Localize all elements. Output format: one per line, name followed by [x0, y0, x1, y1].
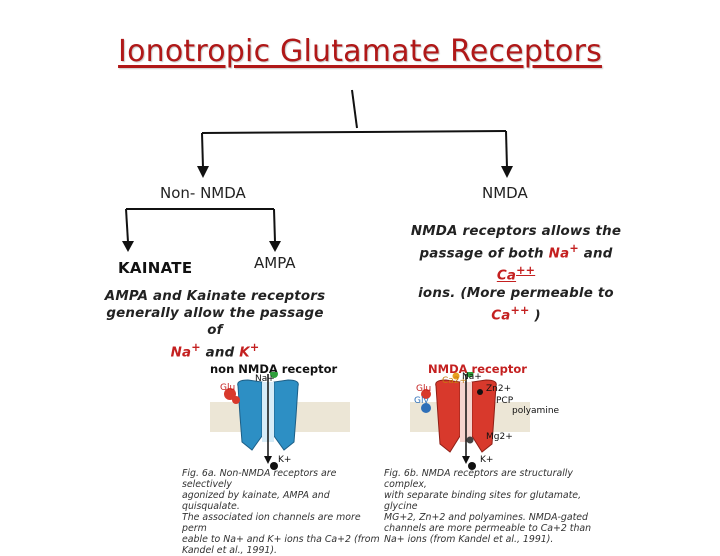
subtree-branch-right — [273, 208, 276, 243]
left-desc-line1: AMPA and Kainate receptors — [104, 289, 326, 304]
fig-right-mg-label: Mg2+ — [486, 432, 513, 442]
fig-right-zn-label: Zn2+ — [486, 384, 512, 394]
label-non-nmda: Non- NMDA — [160, 184, 246, 202]
receptor-left-subunit — [237, 379, 263, 451]
right-desc-line2-text: passage of both — [419, 246, 544, 262]
fig-right-glu-label: Glu — [416, 384, 432, 394]
tree-branch-left — [201, 132, 204, 169]
fig-right-ca-label: Ca2+ — [442, 376, 468, 386]
arrow-head-non-nmda — [197, 166, 209, 178]
right-description: NMDA receptors allows the passage of bot… — [400, 223, 632, 324]
ion-na-r-sup: + — [569, 242, 579, 255]
fig-left-ion-out: K+ — [278, 455, 292, 465]
fig-left-ion-in: Na+ — [255, 374, 275, 384]
fig-left-title: non NMDA receptor — [210, 362, 338, 376]
right-desc-line1: NMDA receptors allows the — [410, 224, 622, 239]
caption-line: agonized by kainate, AMPA and quisqualat… — [182, 490, 330, 512]
ion-na-sup: + — [191, 341, 201, 354]
page-title: Ionotropic Glutamate Receptors — [118, 34, 602, 69]
caption-line: Fig. 6a. Non-NMDA receptors are selectiv… — [182, 468, 337, 490]
ion-na: Na — [170, 345, 192, 361]
mg-ion-dot — [466, 436, 474, 444]
ion-ca2: Ca — [491, 308, 511, 324]
ion-ca2-sup: ++ — [510, 303, 530, 317]
receptor-right-subunit — [273, 379, 299, 451]
caption-line: with separate binding sites for glutamat… — [384, 490, 582, 512]
na-ion-dot — [270, 372, 278, 378]
fig-right-na-label: Na+ — [462, 372, 482, 382]
ion-ca: Ca — [496, 268, 517, 284]
left-desc-line2: generally allow the passage of — [106, 306, 324, 338]
fig-left-caption: Fig. 6a. Non-NMDA receptors are selectiv… — [182, 468, 382, 556]
caption-line: channels are more permeable to Ca+2 than — [384, 523, 592, 534]
k-ion-dot — [468, 462, 476, 470]
glycine-ligand — [421, 403, 431, 413]
arrow-head-nmda — [501, 166, 513, 178]
glutamate-ligand-part — [232, 396, 240, 404]
tree-connectors — [122, 89, 513, 252]
zn-site-dot — [477, 389, 483, 395]
caption-line: Kandel et al., 1991). — [182, 545, 278, 556]
ion-ca-sup: ++ — [516, 264, 536, 278]
label-kainate: KAINATE — [118, 259, 193, 277]
right-desc-close: ) — [534, 308, 541, 324]
arrow-head-kainate — [122, 241, 134, 252]
non-nmda-receptor-illustration — [210, 372, 350, 470]
subtree-branch-left — [125, 208, 129, 243]
label-ampa: AMPA — [254, 254, 296, 272]
na-ion-dot — [466, 372, 474, 378]
receptor-right-subunit — [471, 379, 497, 453]
fig-left-glu-label: Glu — [220, 383, 236, 393]
left-desc-line3: Na+ and K+ — [100, 339, 330, 361]
ion-na-r: Na — [548, 246, 570, 262]
fig-right-polyamine-label: polyamine — [512, 406, 560, 416]
right-desc-line3: ions. (More permeable to Ca++ ) — [400, 285, 632, 324]
k-ion-dot — [270, 462, 278, 470]
fig-right-caption: Fig. 6b. NMDA receptors are structurally… — [384, 468, 604, 545]
and-text: and — [205, 345, 235, 361]
ca-ion-dot — [452, 372, 460, 380]
arrow-head-ampa — [269, 241, 281, 252]
fig-right-gly-label: Gly — [414, 396, 429, 406]
right-desc-line2: passage of both Na+ and Ca++ — [400, 240, 632, 285]
and-text-r: and — [583, 246, 613, 262]
caption-line: MG+2, Zn+2 and polyamines. NMDA-gated — [384, 512, 588, 523]
label-nmda: NMDA — [482, 184, 528, 202]
ion-flow-arrow-head — [462, 456, 470, 464]
caption-line: The associated ion channels are more per… — [182, 512, 361, 534]
glutamate-ligand — [421, 389, 431, 399]
left-description: AMPA and Kainate receptors generally all… — [100, 288, 330, 361]
ion-flow-arrow-head — [264, 456, 272, 464]
fig-right-pcp-label: PCP — [496, 396, 514, 406]
right-desc-line3-text: ions. (More permeable to — [418, 285, 614, 301]
tree-branch-right — [505, 130, 508, 169]
nmda-receptor-illustration — [410, 372, 530, 470]
ion-k: K — [239, 345, 250, 361]
tree-stem — [351, 89, 358, 129]
fig-right-k-label: K+ — [480, 455, 494, 465]
caption-line: Fig. 6b. NMDA receptors are structurally… — [384, 468, 573, 490]
fig-right-title: NMDA receptor — [428, 362, 527, 376]
receptor-left-subunit — [435, 379, 461, 453]
glutamate-ligand — [224, 388, 236, 400]
ion-k-sup: + — [249, 341, 260, 354]
tree-crossbar — [201, 130, 507, 134]
